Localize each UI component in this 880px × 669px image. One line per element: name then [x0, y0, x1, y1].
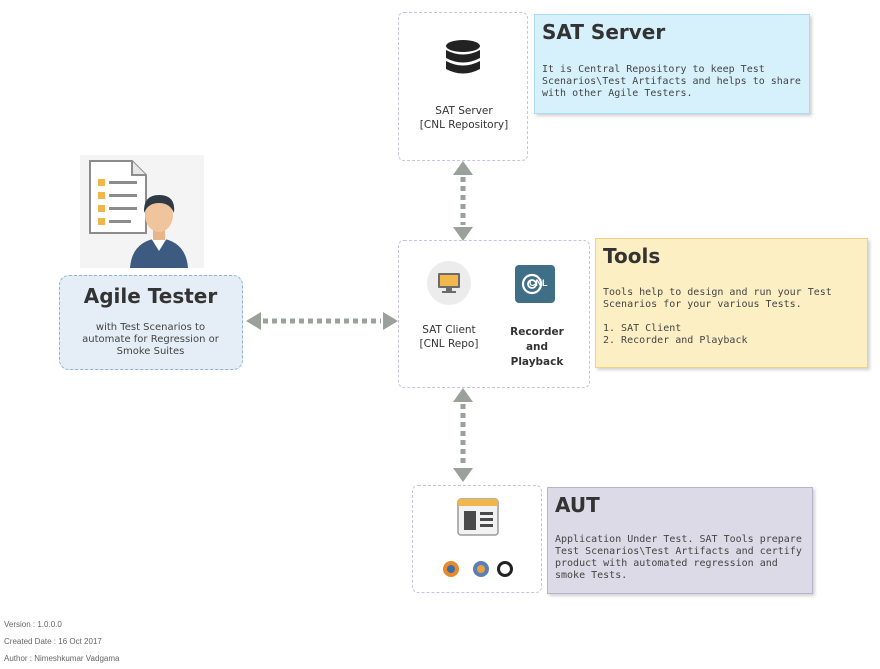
aut-box: [412, 485, 542, 593]
recorder-label-3: Playback: [510, 356, 564, 368]
aut-note-line-4: smoke Tests.: [555, 570, 628, 581]
author-text: Author : Nimeshkumar Vadgama: [4, 654, 120, 663]
aut-note-line-3: product with automated regression and: [555, 558, 778, 569]
aut-note-title: AUT: [555, 493, 600, 517]
sat-server-note-line-2: Scenarios\Test Artifacts and helps to sh…: [542, 76, 801, 87]
sat-server-note-title: SAT Server: [542, 20, 666, 44]
recorder-label-1: Recorder: [510, 326, 564, 338]
sat-client-icon: [427, 261, 471, 305]
sat-server-note-line-3: with other Agile Testers.: [542, 88, 693, 99]
arrow-tester-tools: [246, 312, 398, 330]
agile-tester-desc-3: Smoke Suites: [116, 346, 185, 357]
recorder-label-2: and: [525, 341, 549, 353]
sat-server-box: SAT Server [CNL Repository]: [398, 12, 528, 161]
created-date-text: Created Date : 16 Oct 2017: [4, 637, 102, 646]
tools-note: Tools Tools help to design and run your …: [595, 238, 868, 368]
tools-note-list-2: 2. Recorder and Playback: [603, 335, 748, 346]
sat-server-note: SAT Server It is Central Repository to k…: [534, 14, 810, 114]
aut-note-line-2: Test Scenarios\Test Artifacts and certif…: [555, 546, 802, 557]
recorder-icon-text: CNL: [529, 278, 548, 288]
sat-client-label: SAT Client: [422, 324, 476, 336]
sat-server-note-line-1: It is Central Repository to keep Test: [542, 64, 765, 75]
aut-note-line-1: Application Under Test. SAT Tools prepar…: [555, 534, 802, 545]
tools-note-line-2: Scenarios for your various Tests.: [603, 299, 802, 310]
arrow-tools-aut: [453, 388, 473, 482]
recorder-icon: CNL: [515, 265, 555, 303]
tools-box: CNL SAT Client [CNL Repo] Recorder and P…: [398, 240, 590, 388]
document-icon: [89, 160, 147, 234]
agile-tester-title: Agile Tester: [83, 284, 218, 308]
tools-note-title: Tools: [603, 244, 661, 268]
sat-client-sublabel: [CNL Repo]: [419, 338, 479, 350]
agile-tester-desc-1: with Test Scenarios to: [95, 322, 206, 333]
tools-note-list-1: 1. SAT Client: [603, 323, 682, 334]
application-window-icon: [457, 498, 499, 536]
tester-illustration: [80, 155, 204, 268]
agile-tester-desc-2: automate for Regression or: [82, 334, 219, 345]
arrow-server-tools: [453, 161, 473, 241]
sat-server-sublabel: [CNL Repository]: [419, 119, 509, 131]
aut-note: AUT Application Under Test. SAT Tools pr…: [547, 487, 813, 594]
browser-icons: [443, 561, 513, 577]
version-text: Version : 1.0.0.0: [4, 620, 62, 629]
tools-note-line-1: Tools help to design and run your Test: [603, 287, 832, 298]
database-icon: [446, 40, 480, 74]
sat-server-label: SAT Server: [435, 105, 493, 117]
person-icon: [130, 195, 188, 268]
agile-tester-box: Agile Tester with Test Scenarios to auto…: [59, 275, 243, 370]
